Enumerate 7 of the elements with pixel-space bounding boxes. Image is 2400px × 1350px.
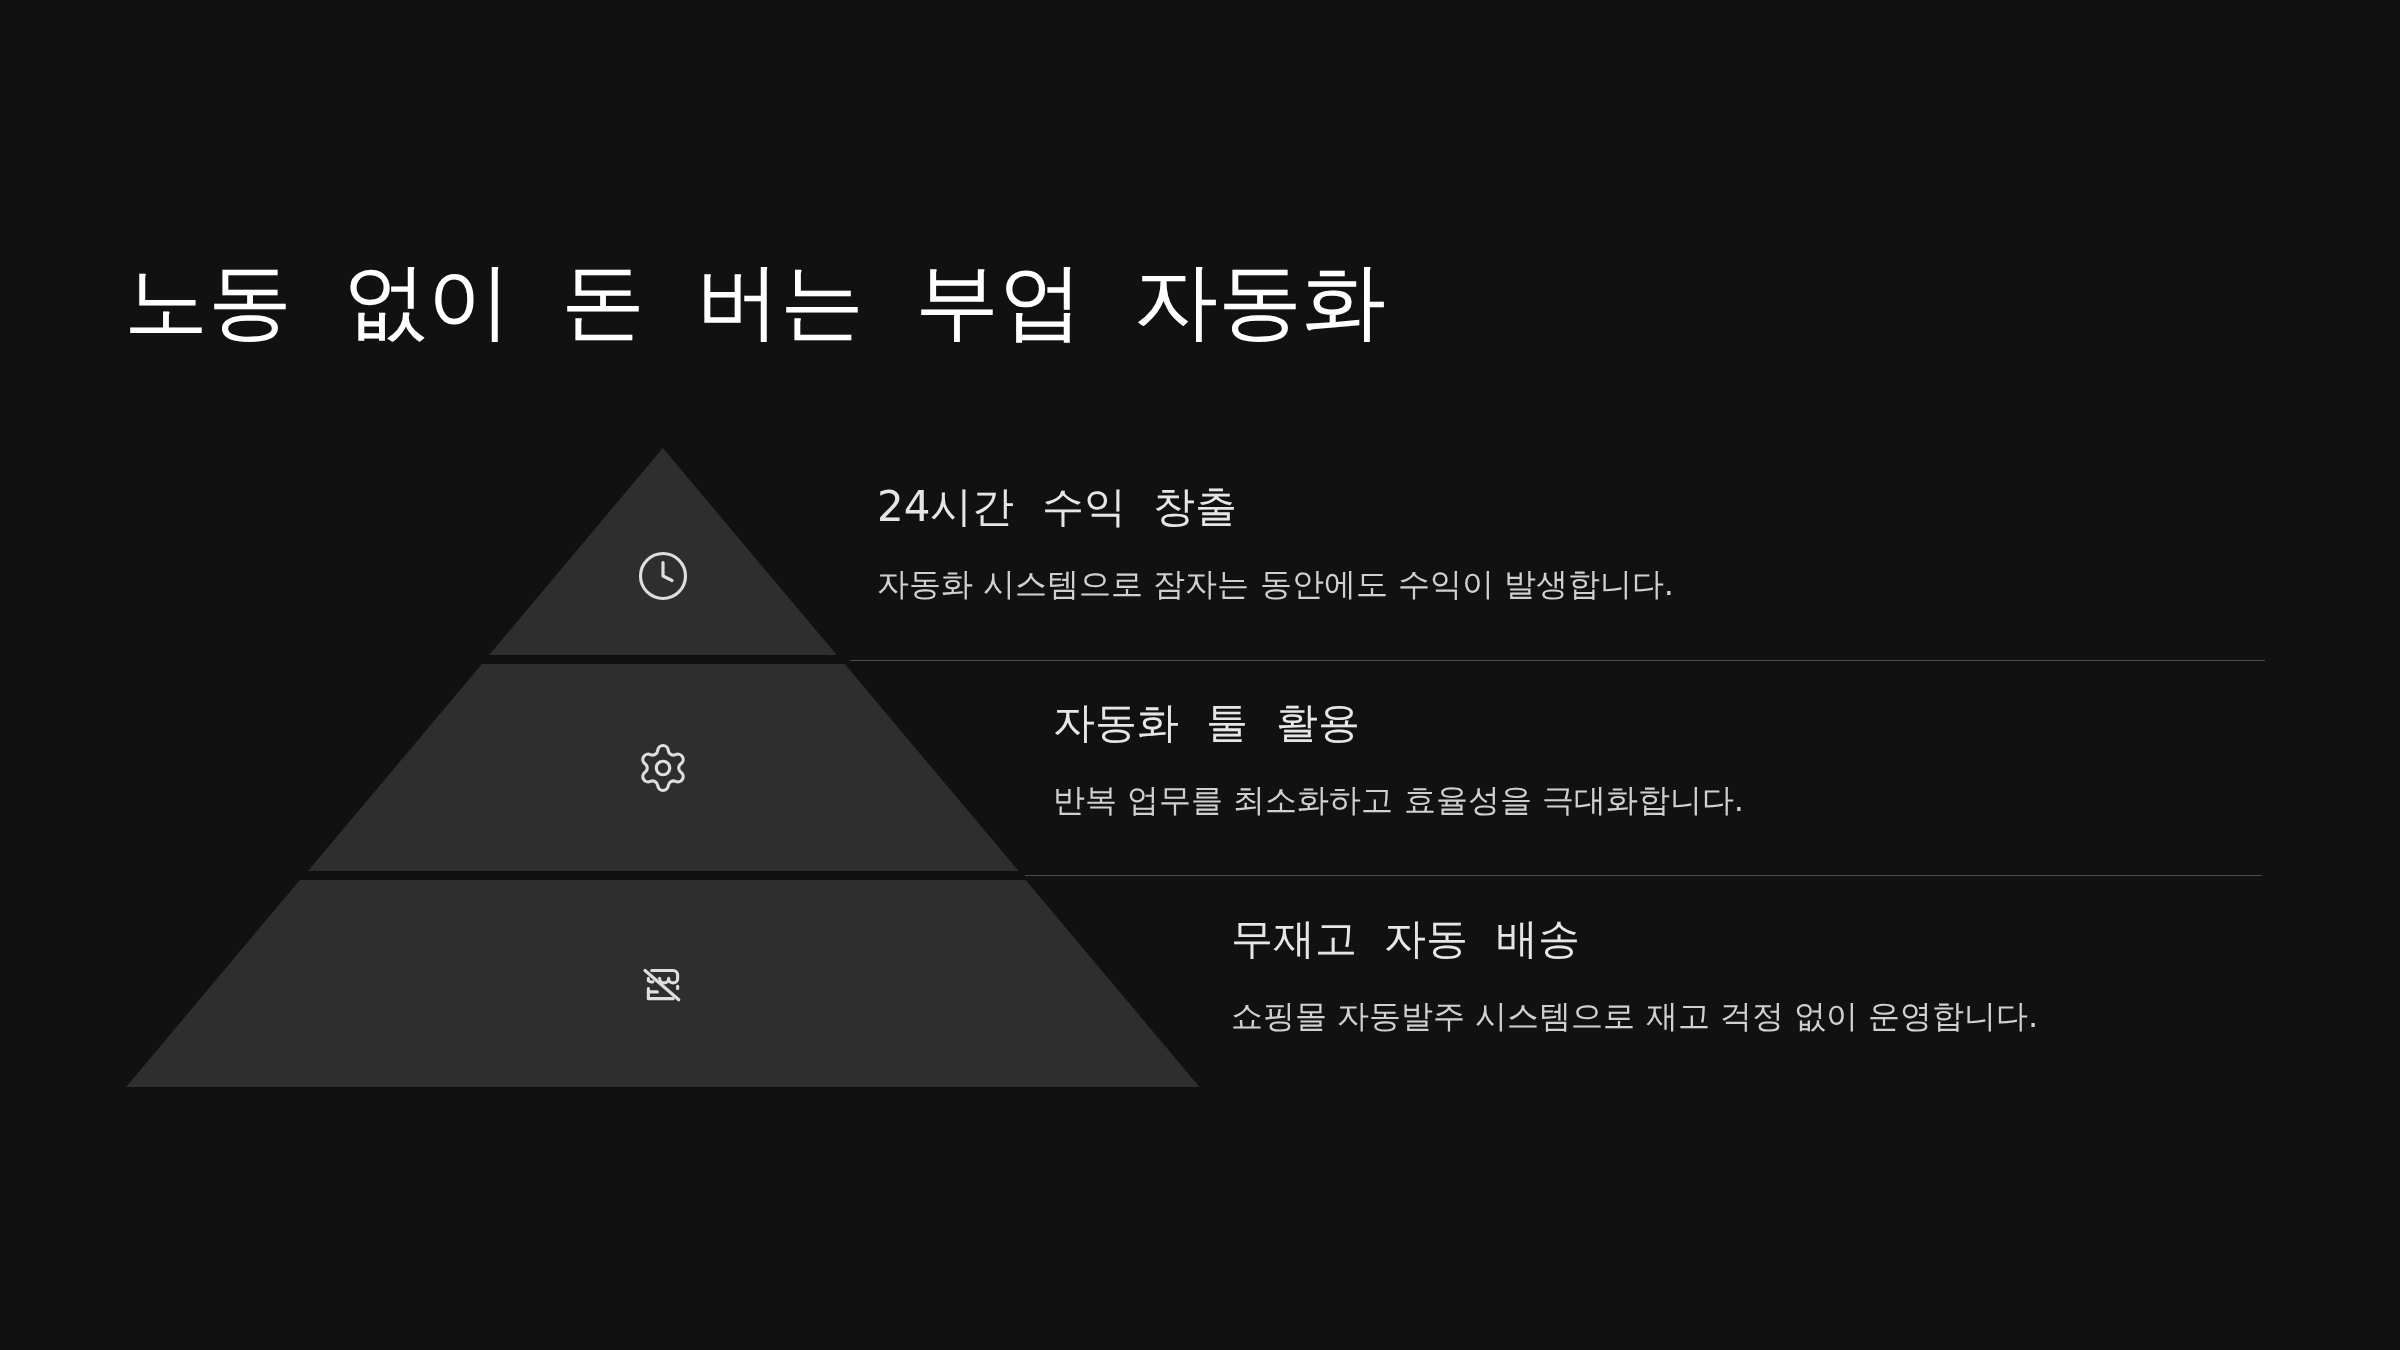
tier-description: 쇼핑몰 자동발주 시스템으로 재고 걱정 없이 운영합니다. (1231, 997, 2039, 1036)
tier-heading: 무재고 자동 배송 (1231, 914, 1580, 965)
tier-description: 자동화 시스템으로 잠자는 동안에도 수익이 발생합니다. (877, 565, 1674, 604)
tier-heading: 자동화 툴 활용 (1053, 698, 1360, 749)
tier-heading: 24시간 수익 창출 (877, 482, 1238, 533)
tier-description: 반복 업무를 최소화하고 효율성을 극대화합니다. (1053, 781, 1744, 820)
title: 노동 없이 돈 버는 부업 자동화 (124, 255, 1386, 348)
